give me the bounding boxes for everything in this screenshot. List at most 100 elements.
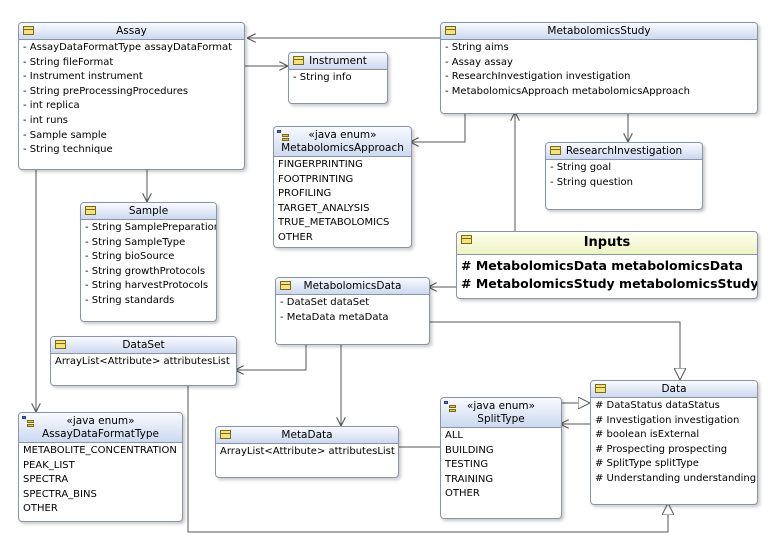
class-inputs[interactable]: Inputs # MetabolomicsData metabolomicsDa…	[456, 231, 758, 299]
class-name: MetabolomicsStudy	[547, 25, 651, 37]
class-header: DataSet	[51, 337, 236, 354]
class-name: Instrument	[309, 55, 367, 67]
class-icon	[55, 340, 66, 349]
stereotype: «java enum»	[66, 415, 135, 427]
attribute: # MetabolomicsStudy metabolomicsStudy	[461, 276, 758, 291]
attribute: - int replica	[23, 100, 80, 112]
class-research-investigation[interactable]: ResearchInvestigation - String goal - St…	[545, 142, 703, 210]
class-assay[interactable]: Assay - AssayDataFormatType assayDataFor…	[18, 22, 245, 170]
enum-literal: TESTING	[445, 459, 489, 471]
class-instrument[interactable]: Instrument - String info	[288, 52, 388, 104]
class-name: DataSet	[122, 339, 165, 351]
class-header: «java enum» SplitType	[441, 398, 561, 428]
class-dataset[interactable]: DataSet ArrayList<Attribute> attributesL…	[50, 336, 237, 386]
attribute-list: ArrayList<Attribute> attributesList	[216, 444, 398, 461]
enum-assay-data-format-type[interactable]: «java enum» AssayDataFormatType METABOLI…	[18, 412, 183, 522]
attribute: ArrayList<Attribute> attributesList	[55, 356, 230, 367]
class-name: MetaData	[281, 429, 333, 441]
attribute: - ResearchInvestigation investigation	[445, 71, 631, 83]
class-header: «java enum» MetabolomicsApproach	[274, 127, 411, 157]
enum-literal: OTHER	[445, 488, 480, 500]
enum-icon	[22, 416, 34, 428]
class-metabolomics-data[interactable]: MetabolomicsData - DataSet dataSet - Met…	[275, 277, 430, 345]
class-header: MetabolomicsStudy	[441, 23, 757, 40]
edge-mdata-data	[428, 321, 680, 380]
attribute: # SplitType splitType	[595, 458, 699, 470]
enum-metabolomics-approach[interactable]: «java enum» MetabolomicsApproach FINGERP…	[273, 126, 412, 248]
class-icon	[461, 235, 472, 244]
enum-icon	[277, 130, 289, 142]
attribute: # MetabolomicsData metabolomicsData	[461, 258, 743, 273]
enum-literal: FINGERPRINTING	[278, 159, 363, 170]
class-icon	[23, 26, 34, 35]
enum-icon	[444, 401, 456, 413]
class-name: Inputs	[583, 235, 631, 250]
class-sample[interactable]: Sample - String SamplePreparation - Stri…	[80, 202, 217, 322]
attribute: # Investigation investigation	[595, 414, 740, 426]
class-data[interactable]: Data # DataStatus dataStatus # Investiga…	[590, 380, 758, 505]
attribute: - Sample sample	[23, 129, 107, 141]
attribute: - String standards	[85, 294, 175, 306]
attribute: - Assay assay	[445, 56, 513, 68]
edge-mdata-dataset	[235, 343, 307, 370]
attribute-list: - String info	[289, 70, 387, 87]
class-header: MetabolomicsData	[276, 278, 429, 295]
class-name: ResearchInvestigation	[565, 145, 683, 157]
attribute-list: # MetabolomicsData metabolomicsData # Me…	[457, 255, 757, 295]
literal-list: FINGERPRINTING FOOTPRINTING PROFILING TA…	[274, 157, 411, 247]
enum-literal: PEAK_LIST	[23, 459, 75, 471]
attribute: - String question	[550, 176, 634, 188]
class-header: Data	[591, 381, 757, 398]
attribute: - String technique	[23, 144, 113, 156]
class-icon	[595, 384, 606, 393]
class-name: MetabolomicsData	[303, 280, 402, 292]
attribute-list: # DataStatus dataStatus # Investigation …	[591, 398, 757, 488]
attribute: - int runs	[23, 114, 68, 126]
class-name: SplitType	[477, 413, 525, 425]
attribute: # Understanding understanding	[595, 472, 757, 484]
class-icon	[85, 206, 96, 215]
attribute: ArrayList<Attribute> attributesList	[220, 446, 395, 457]
attribute: - String SamplePreparation	[85, 222, 217, 233]
enum-literal: BUILDING	[445, 444, 494, 456]
class-header: Instrument	[289, 53, 387, 70]
class-name: MetabolomicsApproach	[281, 142, 404, 154]
class-header: ResearchInvestigation	[546, 143, 702, 160]
attribute: - String aims	[445, 42, 509, 53]
enum-literal: TRUE_METABOLOMICS	[278, 217, 390, 229]
enum-literal: FOOTPRINTING	[278, 173, 354, 185]
enum-literal: TRAINING	[445, 473, 494, 485]
attribute: - String goal	[550, 162, 612, 173]
attribute: # boolean isExternal	[595, 429, 700, 441]
class-name: Data	[661, 383, 687, 395]
literal-list: ALL BUILDING TESTING TRAINING OTHER	[441, 428, 561, 503]
class-name: Sample	[128, 205, 169, 217]
enum-literal: PROFILING	[278, 188, 332, 200]
attribute: - MetabolomicsApproach metabolomicsAppro…	[445, 85, 690, 97]
class-header: MetaData	[216, 427, 398, 444]
attribute: - String harvestProtocols	[85, 280, 209, 292]
class-icon	[550, 146, 561, 155]
attribute: - String growthProtocols	[85, 265, 206, 277]
attribute: - String fileFormat	[23, 56, 114, 68]
class-metabolomics-study[interactable]: MetabolomicsStudy - String aims - Assay …	[440, 22, 758, 114]
attribute: - String preProcessingProcedures	[23, 85, 189, 97]
class-metadata[interactable]: MetaData ArrayList<Attribute> attributes…	[215, 426, 399, 478]
edge-dataset-data	[187, 384, 668, 533]
class-header: Inputs	[457, 232, 757, 255]
attribute: - String SampleType	[85, 236, 186, 248]
attribute: # Prospecting prospecting	[595, 443, 728, 455]
edge-study-approach	[410, 112, 466, 142]
enum-literal: TARGET_ANALYSIS	[278, 202, 370, 214]
attribute-list: ArrayList<Attribute> attributesList	[51, 354, 236, 371]
attribute: # DataStatus dataStatus	[595, 400, 720, 411]
literal-list: METABOLITE_CONCENTRATION PEAK_LIST SPECT…	[19, 443, 182, 518]
class-name: Assay	[116, 25, 147, 37]
enum-literal: ALL	[445, 430, 463, 441]
attribute-list: - DataSet dataSet - MetaData metaData	[276, 295, 429, 326]
enum-literal: OTHER	[23, 503, 58, 515]
enum-split-type[interactable]: «java enum» SplitType ALL BUILDING TESTI…	[440, 397, 562, 519]
class-icon	[280, 281, 291, 290]
class-icon	[220, 430, 231, 439]
class-header: Assay	[19, 23, 244, 40]
